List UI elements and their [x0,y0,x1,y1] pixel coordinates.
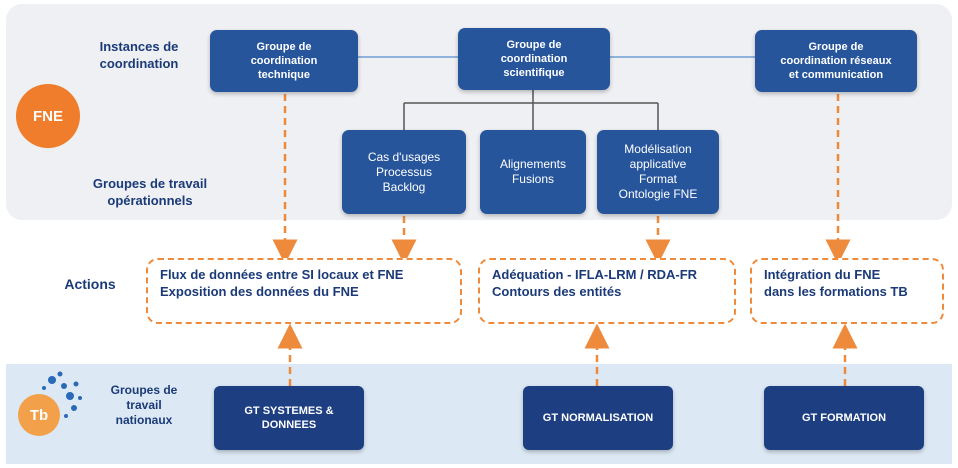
box-cas-usages: Cas d'usages Processus Backlog [342,130,466,214]
action-adequation: Adéquation - IFLA-LRM / RDA-FR Contours … [478,258,736,324]
box-modelisation: Modélisation applicative Format Ontologi… [597,130,719,214]
box-coordination-technique: Groupe de coordination technique [210,30,358,92]
action-flux-donnees: Flux de données entre SI locaux et FNE E… [146,258,462,324]
tb-logo: Tb [18,394,60,436]
box-gt-systemes: GT SYSTEMES & DONNEES [214,386,364,450]
label-instances: Instances de coordination [99,39,179,71]
box-alignements: Alignements Fusions [480,130,586,214]
box-coordination-reseaux: Groupe de coordination réseaux et commun… [755,30,917,92]
label-actions: Actions [64,276,116,292]
label-groupes-operationnels: Groupes de travail opérationnels [92,176,208,208]
action-integration: Intégration du FNE dans les formations T… [750,258,944,324]
label-groupes-nationaux: Groupes de travail nationaux [110,383,178,427]
box-gt-formation: GT FORMATION [764,386,924,450]
box-coordination-scientifique: Groupe de coordination scientifique [458,28,610,90]
box-gt-normalisation: GT NORMALISATION [523,386,673,450]
fne-logo: FNE [16,84,80,148]
tb-logo-dots [42,371,82,418]
